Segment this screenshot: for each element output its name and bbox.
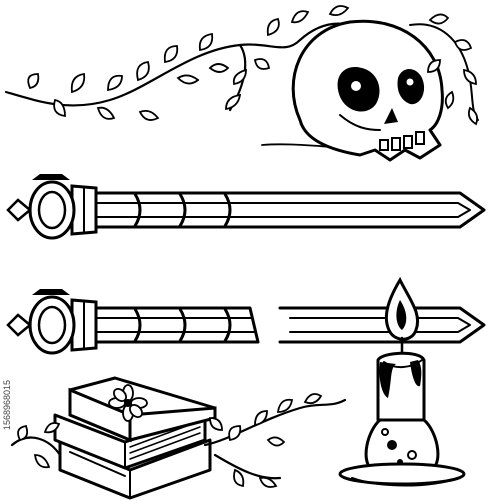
book-flower-icon [108, 384, 148, 422]
stock-id-label: 1568968015 [2, 380, 12, 431]
skull-vine-icon [409, 13, 479, 126]
candle-icon [338, 276, 466, 487]
bottom-vine-icon [10, 393, 347, 488]
sword-icon [6, 174, 486, 240]
book-stack-icon [53, 376, 217, 500]
top-vine-icon [4, 5, 362, 121]
skull-icon [261, 19, 444, 162]
